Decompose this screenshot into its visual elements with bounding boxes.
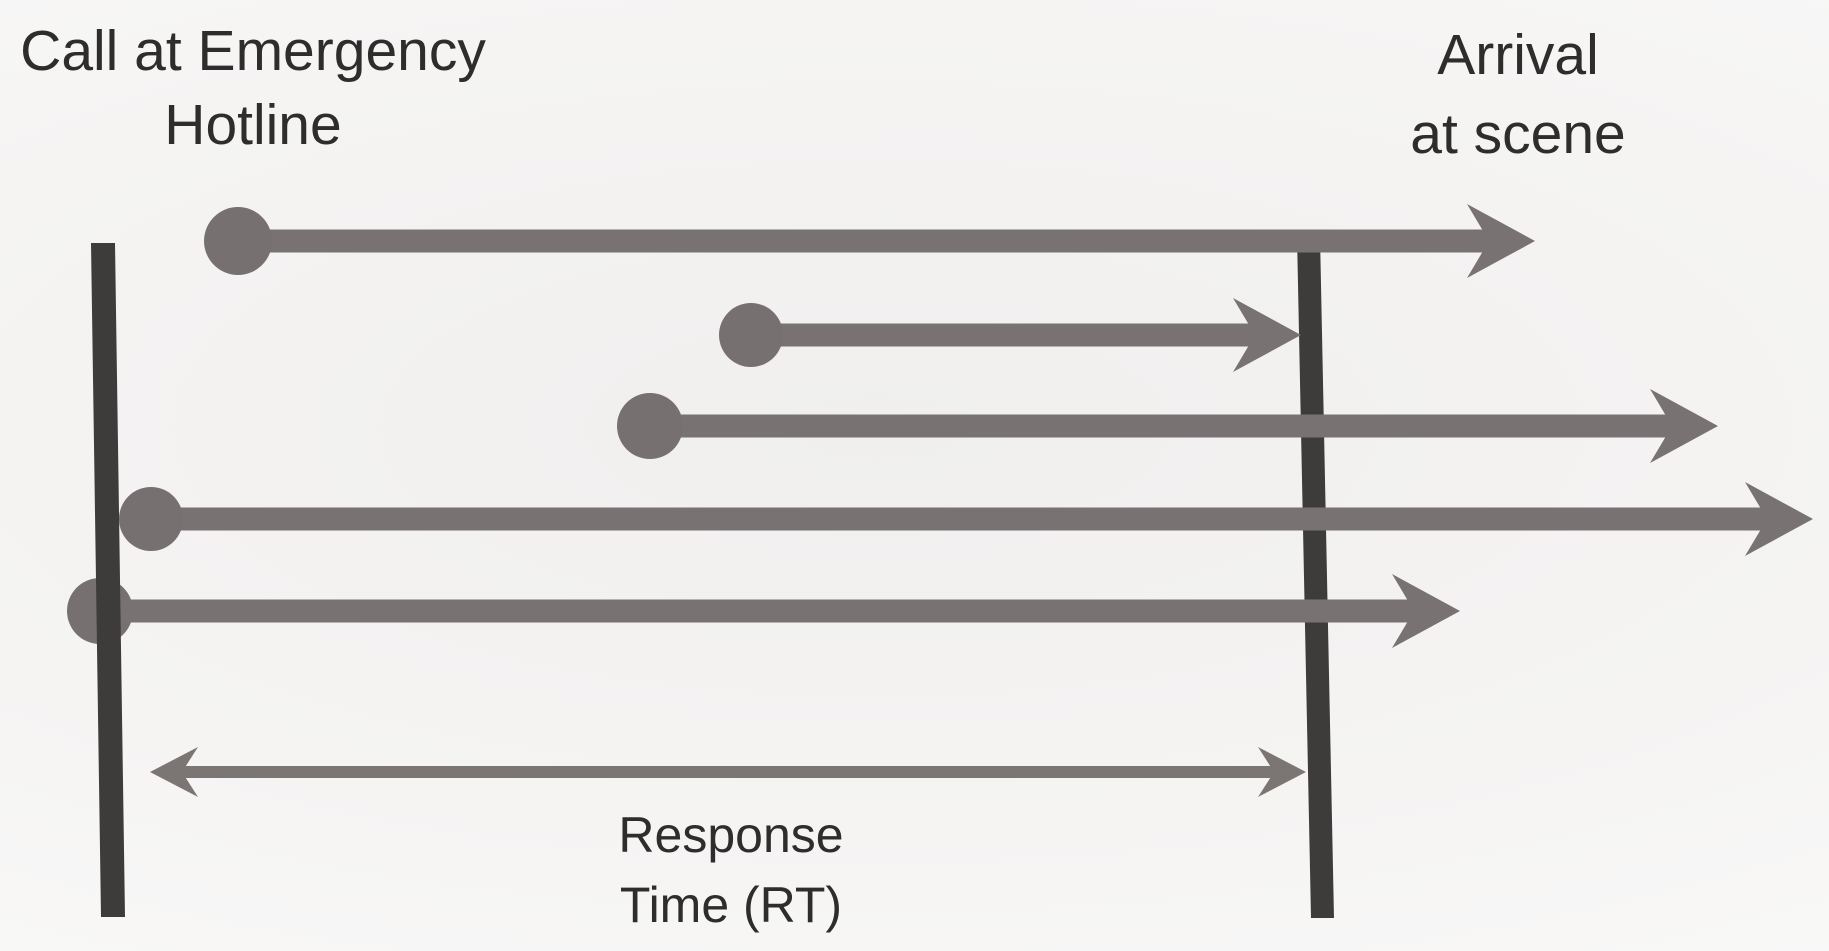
- response-time-arrow-line: [180, 766, 1276, 778]
- arrival-label-line1: Arrival: [1437, 23, 1599, 87]
- incident-4-arrow-head: [1745, 482, 1813, 556]
- call-label-line1: Call at Emergency: [20, 19, 486, 83]
- response-time-label: Response Time (RT): [618, 800, 843, 940]
- incident-1-timeline-line: [238, 229, 1491, 253]
- incident-2-arrow-head: [1233, 298, 1301, 372]
- arrival-at-scene-label: Arrival at scene: [1410, 16, 1625, 174]
- incident-5-timeline-line: [122, 599, 1416, 623]
- response-time-label-line1: Response: [618, 807, 844, 863]
- incident-4-timeline-line: [151, 507, 1769, 531]
- response-time-label-line2: Time (RT): [619, 877, 843, 933]
- incident-1-start-dot: [204, 207, 272, 275]
- call-line-bar: [91, 243, 125, 917]
- incident-2-timeline-line: [751, 323, 1257, 347]
- incident-2-start-dot: [719, 303, 783, 367]
- incident-3-arrow-head: [1650, 389, 1718, 463]
- arrival-line-bar: [1297, 236, 1334, 918]
- incident-1-arrow-head: [1467, 204, 1535, 278]
- incident-5-arrow-head: [1392, 574, 1460, 648]
- incident-3-start-dot: [617, 393, 683, 459]
- arrival-label-line2: at scene: [1410, 102, 1626, 166]
- call-at-emergency-hotline-label: Call at Emergency Hotline: [20, 14, 486, 162]
- response-time-arrow-right-head: [1258, 747, 1306, 797]
- response-time-arrow-left-head: [150, 747, 198, 797]
- incident-4-start-dot: [119, 487, 183, 551]
- incident-3-timeline-line: [650, 414, 1674, 438]
- call-label-line2: Hotline: [164, 93, 342, 157]
